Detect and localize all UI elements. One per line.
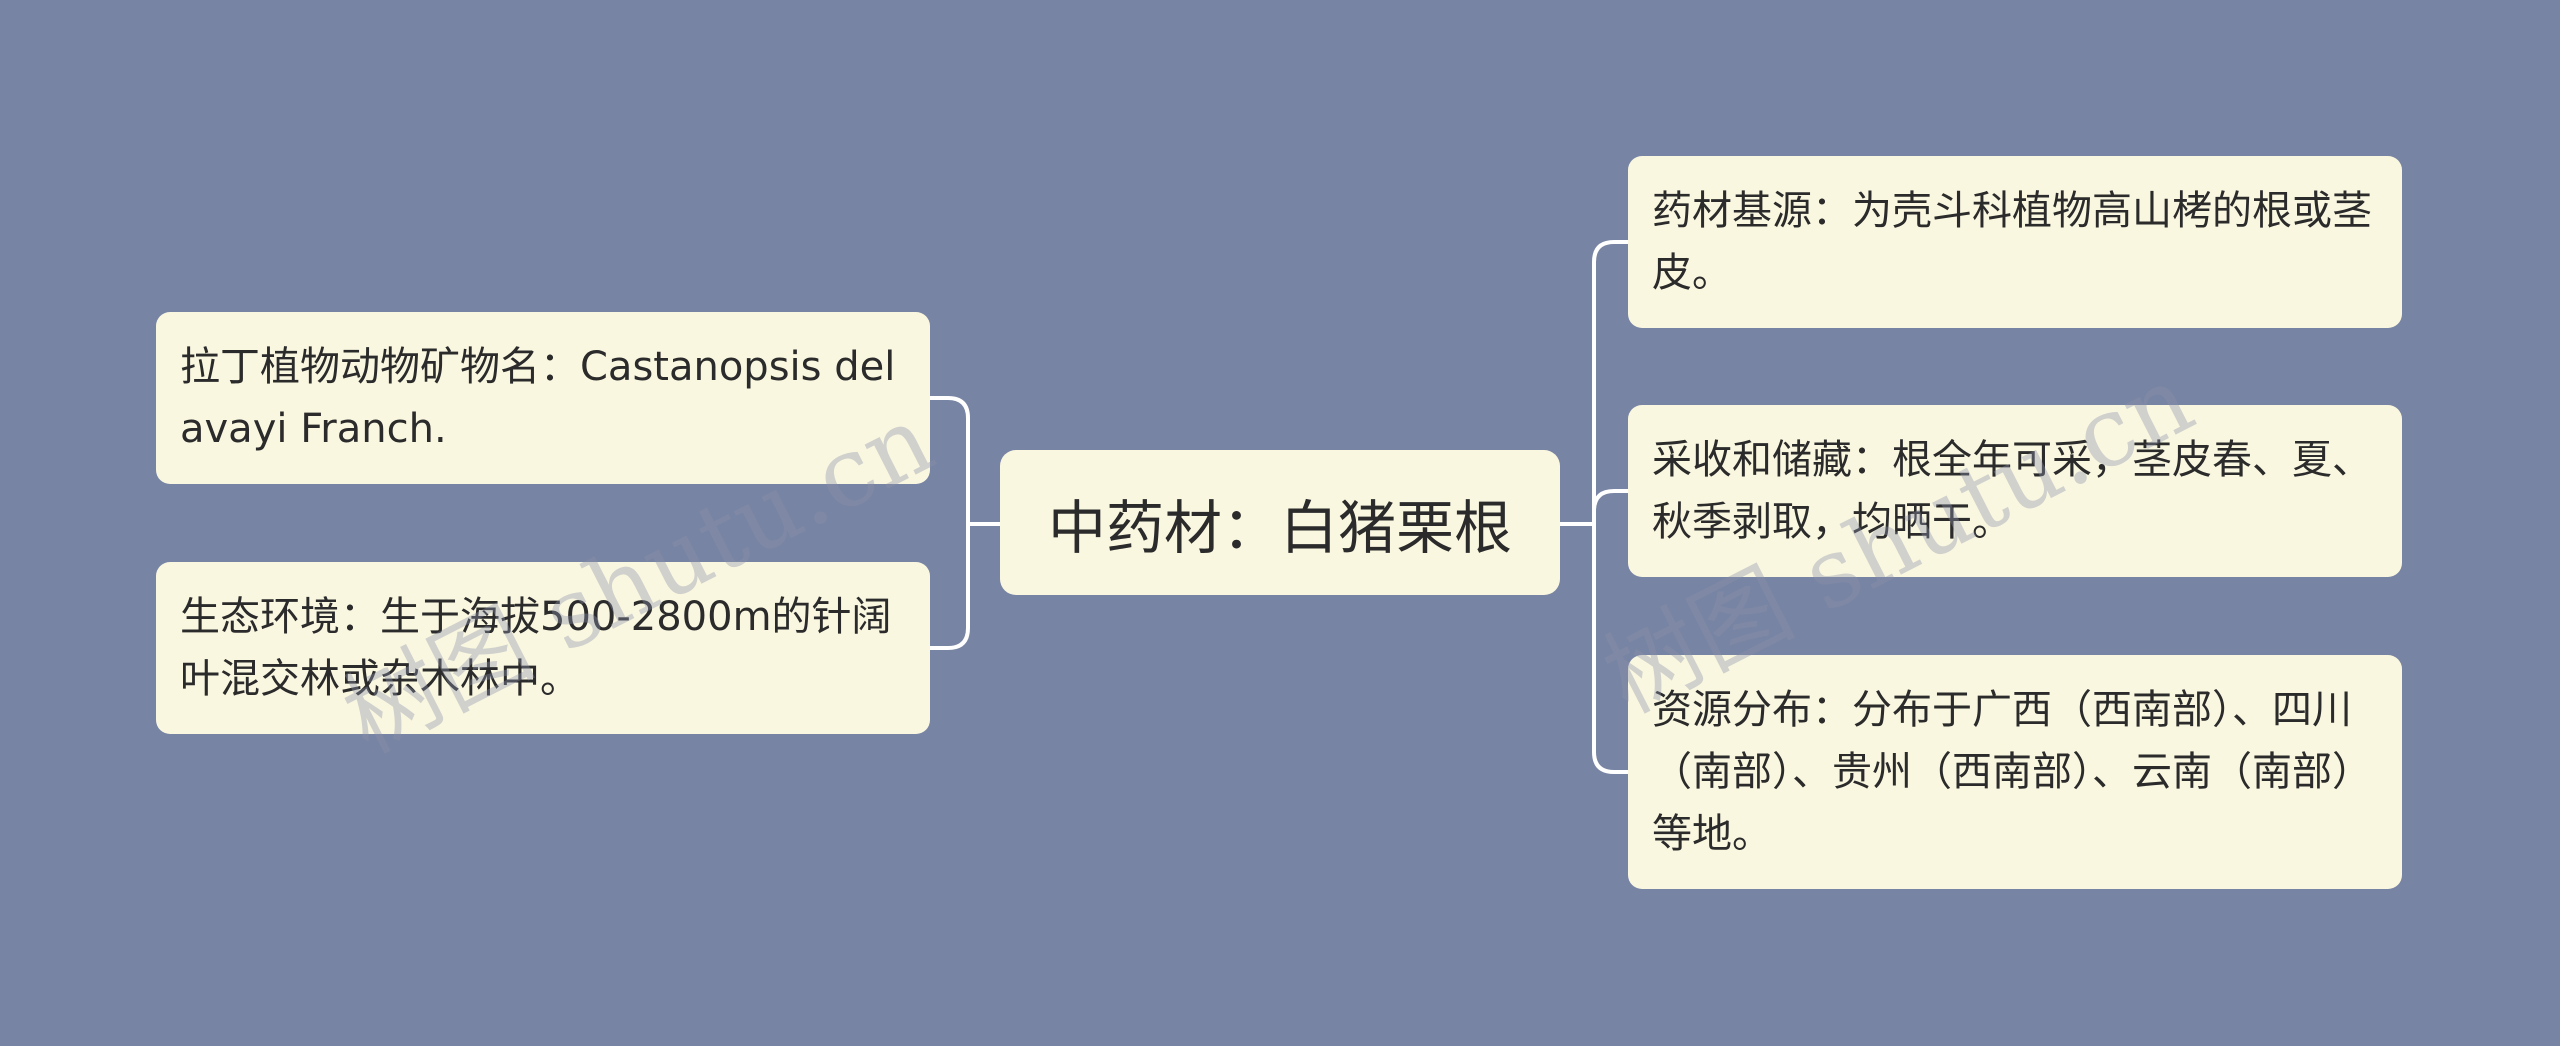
right-topic-node[interactable]: 采收和储藏：根全年可采，茎皮春、夏、秋季剥取，均晒干。	[1628, 405, 2402, 577]
right-topic-label: 采收和储藏：根全年可采，茎皮春、夏、秋季剥取，均晒干。	[1652, 437, 2372, 545]
connector-left-2	[930, 524, 970, 650]
right-topic-label: 药材基源：为壳斗科植物高山栲的根或茎皮。	[1652, 188, 2372, 296]
root-topic-label: 中药材：白猪栗根	[1047, 493, 1512, 562]
right-topic-node[interactable]: 资源分布：分布于广西（西南部）、四川（南部）、贵州（西南部）、云南（南部）等地。	[1628, 655, 2402, 889]
connector-right-2	[1592, 489, 1628, 524]
left-topic-label: 生态环境：生于海拔500-2800m的针阔叶混交林或杂木林中。	[180, 594, 892, 702]
right-topic-node[interactable]: 药材基源：为壳斗科植物高山栲的根或茎皮。	[1628, 156, 2402, 328]
connector-left-1	[930, 396, 970, 524]
left-topic-node[interactable]: 生态环境：生于海拔500-2800m的针阔叶混交林或杂木林中。	[156, 562, 930, 734]
connector-right-3	[1592, 524, 1628, 774]
connector-right-1	[1592, 240, 1628, 524]
left-topic-node[interactable]: 拉丁植物动物矿物名：Castanopsis delavayi Franch.	[156, 312, 930, 484]
right-topic-label: 资源分布：分布于广西（西南部）、四川（南部）、贵州（西南部）、云南（南部）等地。	[1652, 687, 2372, 857]
left-topic-label: 拉丁植物动物矿物名：Castanopsis delavayi Franch.	[180, 344, 896, 452]
root-topic-node[interactable]: 中药材：白猪栗根	[1000, 450, 1560, 595]
